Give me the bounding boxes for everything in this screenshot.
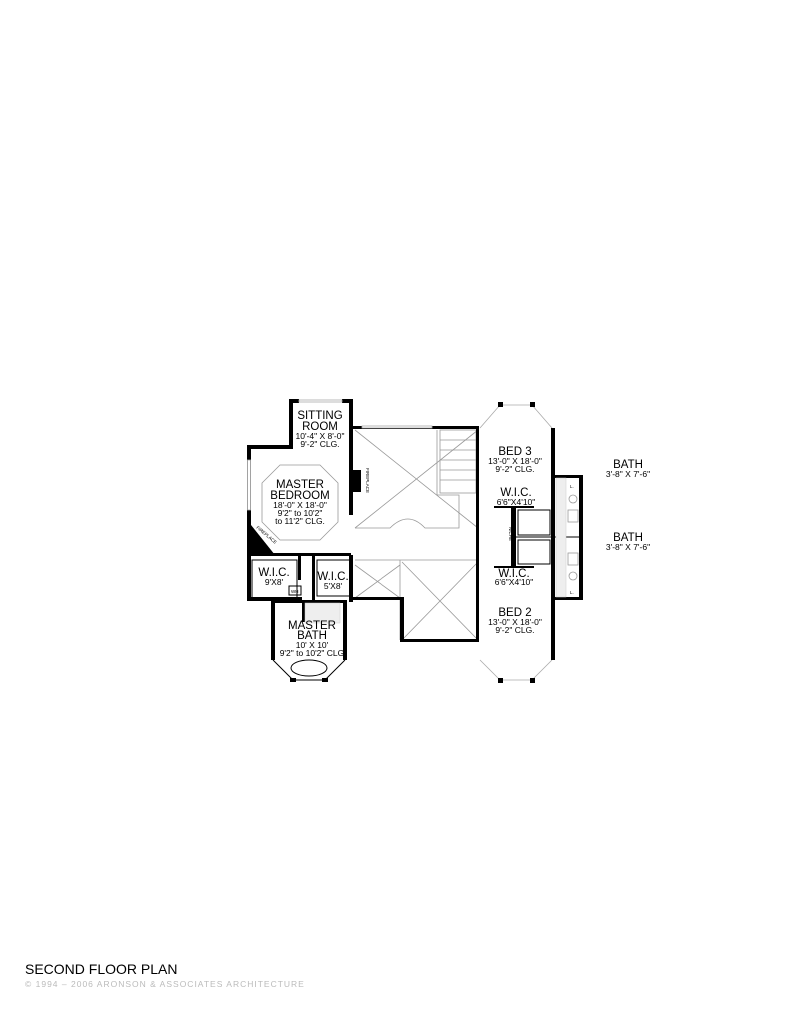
fireplace-label-2: FIREPLACE bbox=[365, 468, 370, 493]
bed2-dims: 13'-0" X 18'-0" bbox=[488, 617, 542, 627]
bath-lower-dims: 3'-8" X 7'-6" bbox=[606, 542, 650, 552]
walk-in-closets bbox=[247, 555, 353, 602]
linen-label: L. bbox=[570, 484, 574, 489]
bed3-ceiling: 9'-2" CLG. bbox=[495, 464, 534, 474]
bath-upper-name: BATH bbox=[613, 459, 643, 471]
master-bedroom-name: MASTER bbox=[276, 479, 324, 491]
master-bath-ceiling: 9'2" to 10'2" CLG bbox=[280, 648, 345, 658]
master-bedroom-dims: 18'-0" X 18'-0" bbox=[273, 500, 327, 510]
wic-bed3-dims: 6'6"X4'10" bbox=[497, 497, 536, 507]
bed3-dims: 13'-0" X 18'-0" bbox=[488, 456, 542, 466]
master-bedroom-ceiling: 9'2" to 10'2" bbox=[278, 508, 323, 518]
sitting-room-name: SITTING bbox=[297, 410, 342, 422]
master-bedroom-ceiling2: to 11'2" CLG. bbox=[275, 516, 325, 526]
bed2-name: BED 2 bbox=[498, 607, 531, 619]
sitting-room-name2: ROOM bbox=[302, 421, 338, 433]
wic-bed3-name: W.I.C. bbox=[500, 487, 531, 499]
sitting-room-dims: 10'-4" X 8'-0" bbox=[296, 431, 345, 441]
bedrooms-right bbox=[479, 402, 580, 683]
wic-left-name: W.I.C. bbox=[258, 567, 289, 579]
wic-right-name: W.I.C. bbox=[317, 571, 348, 583]
niche-label: NICHE bbox=[508, 527, 513, 541]
sitting-room bbox=[289, 399, 353, 447]
wic-right-dims: 5'X8' bbox=[324, 581, 343, 591]
master-bath-dims: 10' X 10' bbox=[296, 640, 329, 650]
master-bath-name2: BATH bbox=[297, 630, 327, 642]
wic-left-dims: 9'X8' bbox=[265, 577, 284, 587]
master-bedroom-name2: BEDROOM bbox=[270, 490, 329, 502]
bath-lower-name: BATH bbox=[613, 532, 643, 544]
wic-bed2-dims: 6'6"X4'10" bbox=[495, 577, 534, 587]
master-bath bbox=[271, 600, 347, 682]
wic-bed2-name: W.I.C. bbox=[498, 568, 529, 580]
master-bedroom bbox=[247, 445, 361, 600]
plan-title: SECOND FLOOR PLAN bbox=[25, 961, 178, 977]
copyright-notice: © 1994 – 2006 ARONSON & ASSOCIATES ARCHI… bbox=[25, 979, 305, 989]
bath-upper-dims: 3'-8" X 7'-6" bbox=[606, 469, 650, 479]
open-to-below bbox=[352, 425, 479, 642]
sitting-room-ceiling: 9'-2" CLG. bbox=[300, 439, 339, 449]
bed2-ceiling: 9'-2" CLG. bbox=[495, 625, 534, 635]
baths-right: L. L. bbox=[555, 475, 583, 600]
water-heater-label: WH bbox=[291, 589, 299, 594]
linen-label: L. bbox=[570, 590, 574, 595]
bed3-name: BED 3 bbox=[498, 446, 531, 458]
master-bath-name: MASTER bbox=[288, 620, 336, 632]
